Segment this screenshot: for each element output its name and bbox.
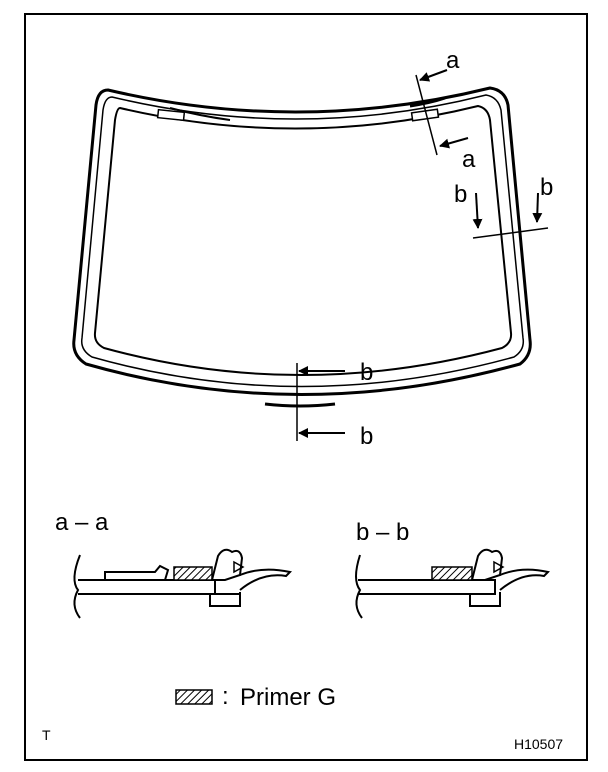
section-b-primer [431, 566, 473, 581]
primer-band-top-right [409, 96, 446, 108]
section-a-cross-section [73, 548, 293, 619]
legend-separator: : [222, 683, 229, 710]
section-a-label-bottom: a [462, 146, 476, 173]
windshield-outer-edge [72, 86, 532, 396]
corner-label: T [42, 727, 51, 743]
section-b-title: b – b [356, 519, 409, 546]
section-a-cut-line [415, 74, 438, 156]
primer-band-bottom [264, 402, 336, 408]
section-a-primer [173, 566, 213, 581]
section-a-arrow-bottom [439, 137, 469, 149]
section-b-arrow-right-1 [472, 192, 483, 229]
section-a-label-top: a [446, 47, 460, 74]
windshield-inner-edge [93, 104, 513, 376]
section-a-title: a – a [55, 509, 109, 536]
section-b-cross-section [355, 548, 550, 619]
figure-id: H10507 [514, 736, 563, 752]
windshield-molding-line [80, 94, 525, 388]
section-b-label-right-2: b [540, 174, 553, 201]
section-b-label-right-1: b [454, 181, 467, 208]
section-b-label-bottom-1: b [360, 359, 373, 386]
spacer-block-right [410, 108, 440, 122]
spacer-block-left [156, 108, 186, 122]
legend-primer-text: Primer G [240, 684, 336, 711]
primer-band-top-left [169, 107, 231, 121]
legend-primer-swatch [175, 689, 213, 705]
section-b-cut-line-right [472, 227, 549, 239]
section-b-label-bottom-2: b [360, 423, 373, 450]
section-b-arrow-right-2 [532, 192, 543, 223]
section-a-arrow-top [419, 69, 448, 82]
